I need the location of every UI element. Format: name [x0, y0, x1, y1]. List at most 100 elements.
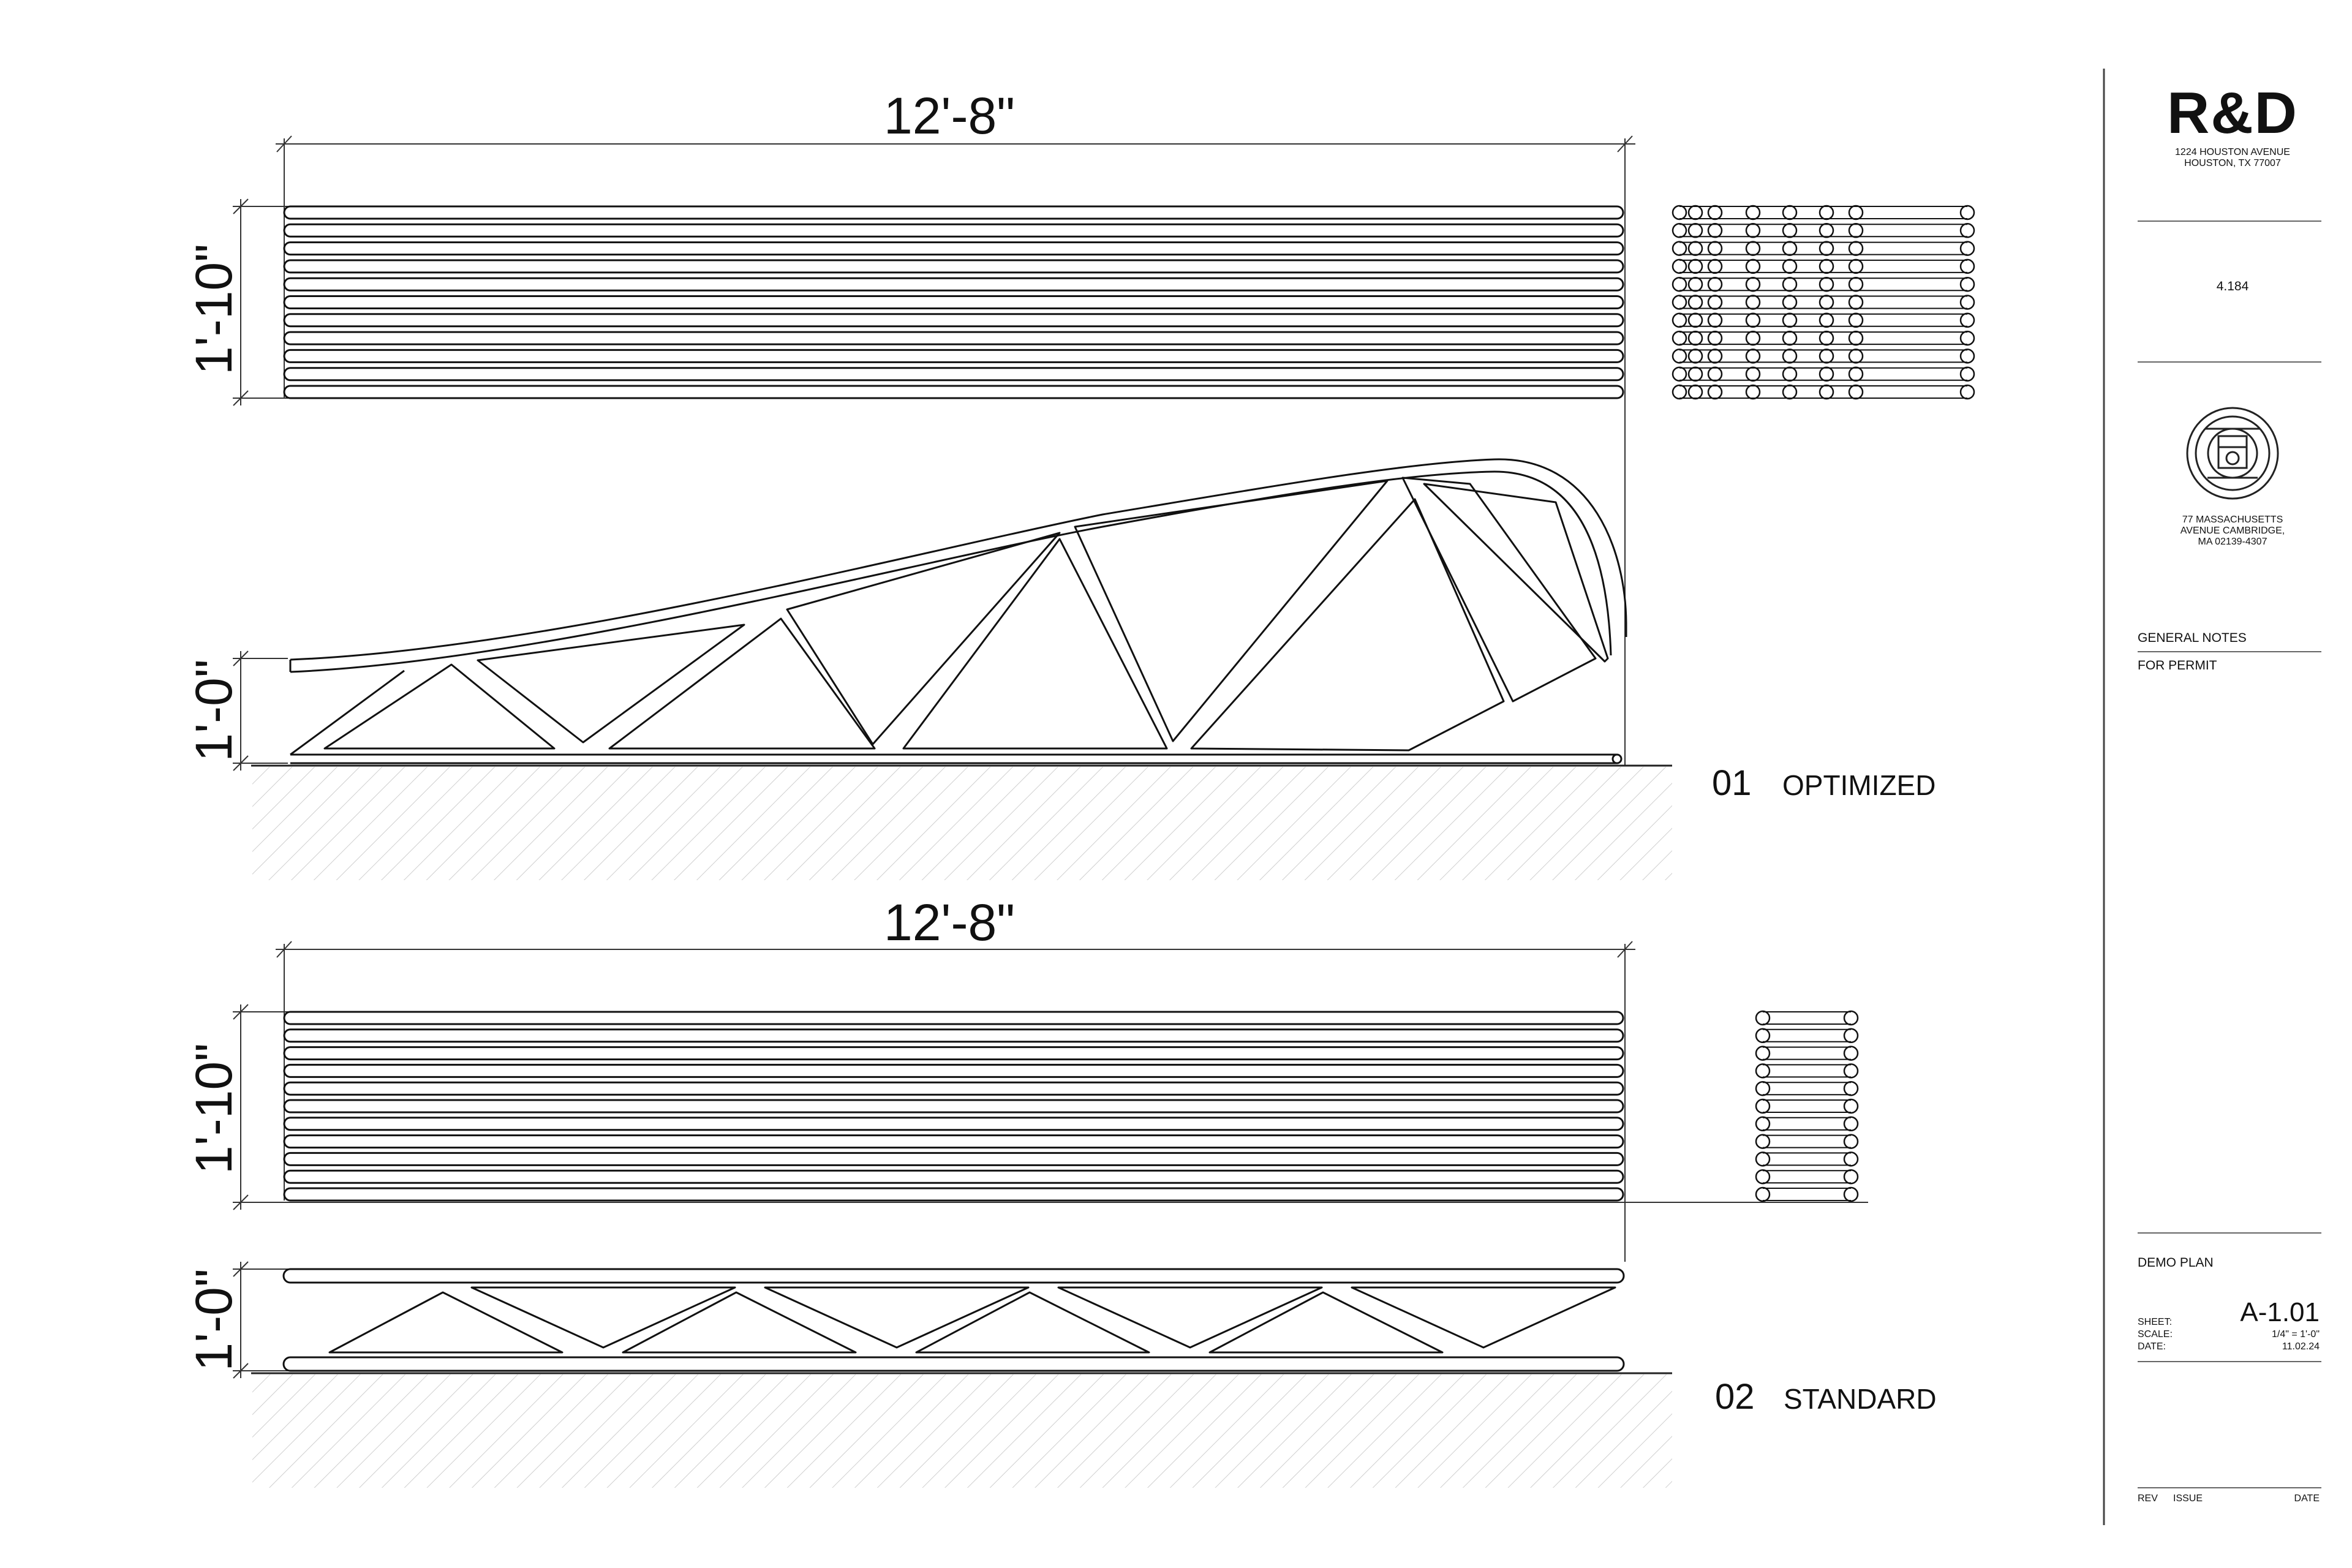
title-block-divider	[2138, 1232, 2321, 1234]
stack-end-circle	[1848, 384, 1864, 400]
stack-end-circle	[1819, 349, 1834, 364]
stack-end-circle	[1672, 312, 1687, 328]
date-label: DATE:	[2138, 1341, 2166, 1352]
stack-end-circle	[1843, 1063, 1859, 1079]
stack-end-circle	[1755, 1080, 1771, 1096]
stack-end-circle	[1843, 1152, 1859, 1167]
width-dimension-label-standard: 12'-8"	[884, 894, 1015, 951]
stack-end-circle	[1782, 312, 1798, 328]
stacked-truss-sheet	[283, 1063, 1624, 1078]
drawing-standard: 12'-8" 1'-10" 1'-0" 02 STANDARD	[185, 894, 1937, 1488]
stack-height-dimension-standard	[233, 1004, 1868, 1210]
stack-end-circle	[1819, 366, 1834, 382]
stack-end-circle	[1745, 330, 1761, 346]
stack-end-circle	[1707, 258, 1723, 274]
stacked-truss-sheet	[283, 385, 1624, 399]
stack-end-circle	[1755, 1186, 1771, 1202]
stack-end-circle	[1707, 241, 1723, 256]
stack-end-circle	[1687, 241, 1703, 256]
stack-end-circle	[1782, 366, 1798, 382]
stacked-truss-sheet	[283, 259, 1624, 274]
stack-height-label-optimized: 1'-10"	[185, 244, 243, 375]
stack-end-circle	[1672, 241, 1687, 256]
stack-end-circle	[1745, 241, 1761, 256]
stack-end-circle	[1672, 366, 1687, 382]
stack-end-circle	[1755, 1116, 1771, 1132]
stacked-truss-sheet	[283, 367, 1624, 382]
stack-end-circle	[1782, 223, 1798, 238]
stacked-trusses-optimized	[283, 205, 1624, 399]
stack-end-circle	[1707, 330, 1723, 346]
ground-hatch-optimized	[252, 767, 1672, 880]
width-dimension-label-optimized: 12'-8"	[884, 87, 1015, 145]
stack-end-view-standard	[1755, 1010, 1859, 1202]
stack-end-circle	[1959, 349, 1975, 364]
stack-end-circle	[1819, 223, 1834, 238]
truss-opening-up	[1208, 1291, 1444, 1354]
stack-end-circle	[1848, 241, 1864, 256]
stack-end-circle	[1707, 349, 1723, 364]
stack-end-circle	[1707, 312, 1723, 328]
stack-end-circle	[1707, 366, 1723, 382]
stack-end-circle	[1819, 384, 1834, 400]
stack-end-circle	[1745, 258, 1761, 274]
stack-end-circle	[1959, 258, 1975, 274]
general-notes-title: GENERAL NOTES	[2138, 631, 2247, 645]
firm-address-line-2: HOUSTON, TX 77007	[2184, 158, 2281, 168]
stack-end-circle	[1819, 295, 1834, 310]
truss-opening-down	[764, 1286, 1030, 1349]
truss-opening-down	[1057, 1286, 1323, 1349]
date-column-label: DATE	[2294, 1493, 2320, 1504]
stack-end-circle	[1755, 1098, 1771, 1114]
title-block-divider	[2138, 1487, 2321, 1488]
stack-end-circle	[1745, 312, 1761, 328]
stack-end-circle	[1755, 1063, 1771, 1079]
truss-openings-optimized	[323, 477, 1609, 752]
stack-end-circle	[1745, 349, 1761, 364]
truss-height-label-standard: 1'-0"	[185, 1268, 243, 1371]
title-block-divider	[2138, 651, 2321, 652]
stack-end-circle	[1755, 1152, 1771, 1167]
course-number: 4.184	[2216, 279, 2249, 293]
stack-end-circle	[1782, 295, 1798, 310]
stack-end-circle	[1782, 349, 1798, 364]
stack-end-circle	[1707, 223, 1723, 238]
stack-end-circle	[1959, 384, 1975, 400]
stack-end-circle	[1959, 312, 1975, 328]
stack-end-circle	[1959, 223, 1975, 238]
issue-column-label: ISSUE	[2173, 1493, 2203, 1504]
stacked-truss-sheet	[283, 1152, 1624, 1166]
firm-address-line-1: 1224 HOUSTON AVENUE	[2175, 147, 2290, 157]
institution-address-line-3: MA 02139-4307	[2198, 537, 2267, 547]
revision-column-label: REV	[2138, 1493, 2158, 1504]
stack-end-circle	[1959, 205, 1975, 221]
stack-end-circle	[1672, 295, 1687, 310]
stack-end-circle	[1782, 205, 1798, 221]
stack-end-circle	[1782, 330, 1798, 346]
stack-end-circle	[1707, 384, 1723, 400]
stack-end-circle	[1672, 258, 1687, 274]
firm-logo: R&D	[2167, 80, 2298, 146]
stack-end-circle	[1687, 258, 1703, 274]
stack-end-circle	[1848, 312, 1864, 328]
title-block-divider	[2138, 361, 2321, 363]
stack-end-circle	[1848, 330, 1864, 346]
general-notes-subtitle: FOR PERMIT	[2138, 658, 2217, 673]
stack-end-circle	[1843, 1116, 1859, 1132]
stacked-truss-sheet	[283, 1187, 1624, 1202]
title-block-divider	[2138, 1361, 2321, 1362]
stack-end-circle	[1819, 330, 1834, 346]
institution-address-line-2: AVENUE CAMBRIDGE,	[2180, 526, 2285, 536]
plan-title: DEMO PLAN	[2138, 1256, 2214, 1270]
stacked-truss-sheet	[283, 241, 1624, 256]
stack-end-circle	[1687, 312, 1703, 328]
stacked-truss-sheet	[283, 1134, 1624, 1149]
stack-end-circle	[1819, 205, 1834, 221]
stack-end-circle	[1687, 223, 1703, 238]
stacked-truss-sheet	[283, 1046, 1624, 1061]
stack-end-circle	[1687, 330, 1703, 346]
stack-end-circle	[1843, 1186, 1859, 1202]
stack-end-view-optimized	[1672, 205, 1975, 400]
stacked-truss-sheet	[283, 1011, 1624, 1025]
